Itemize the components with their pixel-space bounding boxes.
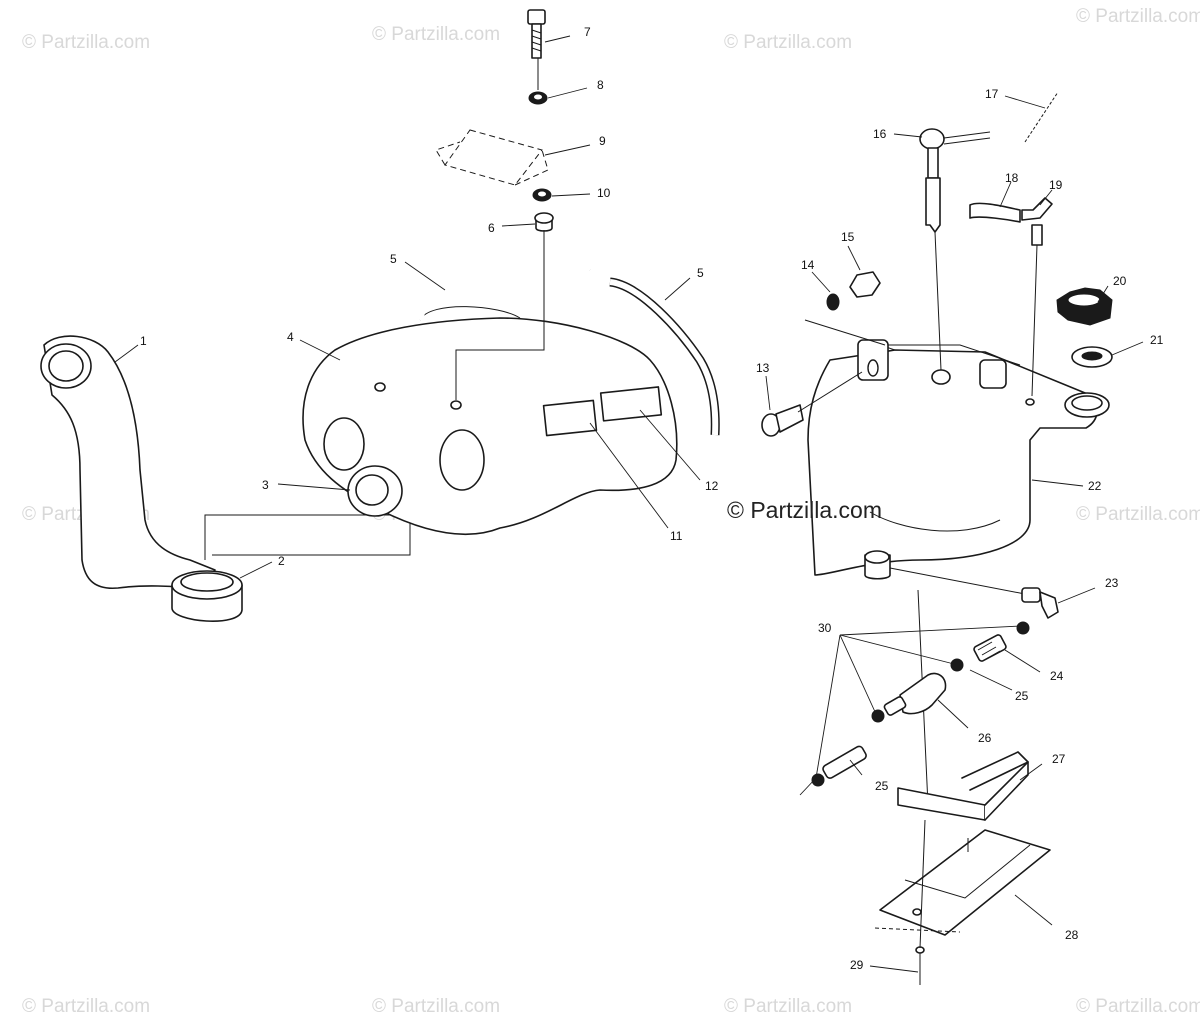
part-clamps — [811, 621, 1030, 787]
part-nut — [849, 271, 881, 298]
callout-13: 13 — [756, 361, 770, 375]
part-wire — [1024, 91, 1059, 143]
watermark-text: © Partzilla.com — [724, 996, 852, 1017]
callout-18: 18 — [1005, 171, 1019, 185]
callout-14: 14 — [801, 258, 815, 272]
watermark-text: © Partzilla.com — [22, 32, 150, 53]
watermark-main: © Partzilla.com — [727, 497, 882, 523]
callout-8: 8 — [597, 78, 604, 92]
part-bolt — [527, 9, 546, 59]
assembly-axis — [919, 819, 926, 949]
part-decal-11 — [542, 399, 598, 437]
callout-24: 24 — [1050, 669, 1064, 683]
part-oil-level-sender — [919, 128, 991, 233]
part-grommet — [534, 212, 554, 232]
part-tray-28 — [879, 829, 1051, 936]
callout-22: 22 — [1088, 479, 1102, 493]
callout-17: 17 — [985, 87, 999, 101]
callout-labels: 1 2 3 4 5 5 6 7 8 9 10 11 12 13 14 15 16… — [140, 25, 1164, 972]
assembly-line — [797, 371, 863, 413]
callout-25: 25 — [875, 779, 889, 793]
part-washer — [826, 293, 840, 311]
part-screw — [915, 946, 925, 985]
part-fuel-filter — [883, 672, 947, 716]
part-elbow-fitting — [1021, 197, 1053, 246]
callout-1: 1 — [140, 334, 147, 348]
callout-5: 5 — [390, 252, 397, 266]
callout-9: 9 — [599, 134, 606, 148]
part-vent-hose — [969, 202, 1021, 223]
callout-21: 21 — [1150, 333, 1164, 347]
callout-6: 6 — [488, 221, 495, 235]
callout-28: 28 — [1065, 928, 1079, 942]
part-oil-tank-cap — [1056, 287, 1113, 326]
callout-23: 23 — [1105, 576, 1119, 590]
part-breather-hose — [609, 277, 720, 436]
callout-15: 15 — [841, 230, 855, 244]
callout-19: 19 — [1049, 178, 1063, 192]
callout-30: 30 — [818, 621, 832, 635]
callout-27: 27 — [1052, 752, 1066, 766]
part-oil-tank — [807, 339, 1110, 580]
part-rubber-boot — [171, 570, 243, 622]
assembly-axis — [889, 567, 1026, 595]
callout-3: 3 — [262, 478, 269, 492]
part-washer — [528, 91, 548, 105]
watermark-text: © Partzilla.com — [1076, 6, 1200, 27]
assembly-axis — [1031, 244, 1038, 397]
part-fitting — [1021, 587, 1059, 619]
watermark-layer: © Partzilla.com © Partzilla.com © Partzi… — [22, 6, 1200, 1017]
watermark-text: © Partzilla.com — [1076, 504, 1200, 525]
callout-11: 11 — [670, 529, 683, 543]
assembly-line — [804, 319, 886, 346]
callout-12: 12 — [705, 479, 719, 493]
part-spring — [973, 634, 1007, 662]
assembly-axis — [455, 230, 545, 400]
watermark-text: © Partzilla.com — [22, 996, 150, 1017]
part-gasket — [1071, 346, 1113, 368]
callout-29: 29 — [850, 958, 864, 972]
callout-4: 4 — [287, 330, 294, 344]
callout-20: 20 — [1113, 274, 1127, 288]
watermark-text: © Partzilla.com — [724, 32, 852, 53]
watermark-text: © Partzilla.com — [1076, 996, 1200, 1017]
part-fuel-hose — [822, 745, 867, 779]
part-bracket-27 — [897, 751, 1029, 821]
callout-25: 25 — [1015, 689, 1029, 703]
watermark-text: © Partzilla.com — [372, 24, 500, 45]
callout-26: 26 — [978, 731, 992, 745]
callout-7: 7 — [584, 25, 591, 39]
part-decal-12 — [599, 386, 663, 422]
part-rubber-grommet — [347, 465, 403, 517]
part-bolt — [761, 404, 804, 437]
assembly-axis — [934, 231, 942, 371]
part-intake-elbow-tube — [40, 335, 216, 591]
part-bracket — [435, 129, 549, 186]
callout-10: 10 — [597, 186, 611, 200]
part-nut — [532, 188, 552, 202]
watermark-text: © Partzilla.com — [372, 996, 500, 1017]
callout-2: 2 — [278, 554, 285, 568]
callout-5: 5 — [697, 266, 704, 280]
callout-16: 16 — [873, 127, 887, 141]
callout-leaders — [114, 35, 1144, 973]
assembly-line — [874, 927, 961, 933]
part-breather-hose — [417, 259, 592, 321]
